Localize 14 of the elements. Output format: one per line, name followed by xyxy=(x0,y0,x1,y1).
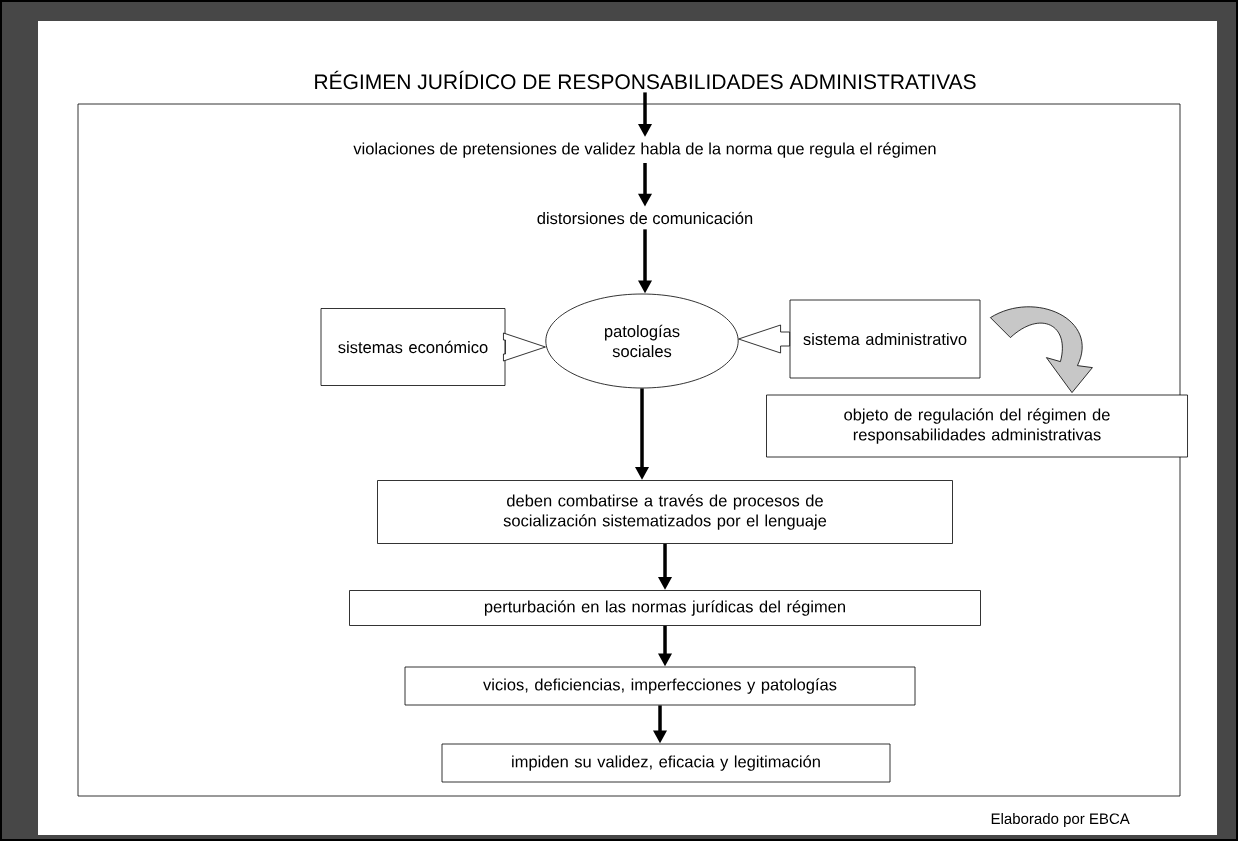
process-box: perturbación en las normas jurídicas del régimen xyxy=(349,590,981,626)
process-box: sistema administrativo xyxy=(789,299,981,379)
process-box: impiden su validez, eficacia y legitimación xyxy=(441,743,891,783)
process-box: deben combatirse a través de procesos de socialización sistematizados por el lenguaje xyxy=(377,480,953,544)
process-box: sistemas económico xyxy=(320,308,506,386)
curved-arrow xyxy=(990,306,1093,393)
block-arrow xyxy=(503,332,546,362)
heading: RÉGIMEN JURÍDICO DE RESPONSABILIDADES ADMINISTRATIVAS xyxy=(315,70,976,90)
process-box: vicios, deficiencias, imperfecciones y patologías xyxy=(404,666,916,706)
author-note: Elaborado por EBCA xyxy=(991,813,1130,827)
flow-text: violaciones de pretensiones de validez habla de la norma que regula el régimen xyxy=(353,142,936,158)
process-box: objeto de regulación del régimen de responsabilidades administrativas xyxy=(766,394,1188,458)
flow-text: distorsiones de comunicación xyxy=(537,211,753,225)
block-arrow xyxy=(738,324,790,354)
